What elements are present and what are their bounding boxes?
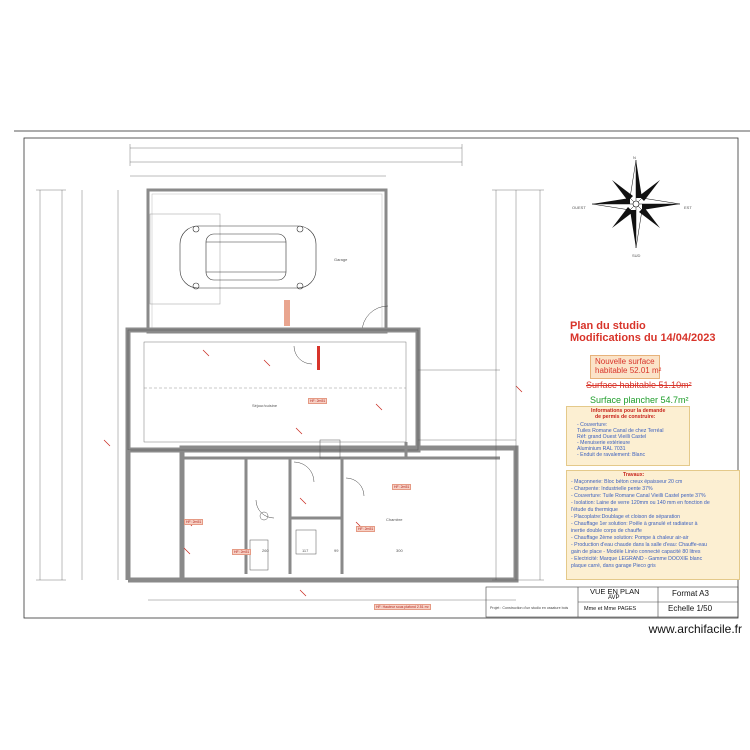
compass-north-label: N	[633, 155, 636, 160]
works-item: - Chauffage 2ème solution: Pompe à chale…	[571, 535, 689, 541]
floor-height-tag: HF: 2m51	[356, 526, 376, 532]
floor-height-tag: HF: 2m51	[232, 549, 252, 555]
living-room-label: Séjour/cuisine	[252, 403, 278, 408]
works-notes-box: Travaux: - Maçonnerie: Bloc béton creux …	[566, 470, 740, 580]
works-title: Travaux:	[623, 472, 645, 478]
new-surface-value: habitable 52.01 m²	[595, 366, 662, 375]
compass-south-label: SUD	[632, 253, 641, 258]
permit-info-item: Réf: grand Ouest Vieilli Castel	[577, 434, 647, 440]
compass-rose	[591, 159, 681, 249]
permit-info-item: Aluminium RAL 7031	[577, 446, 626, 452]
permit-info-title: Informations pour la demande	[591, 408, 666, 414]
floor-height-tag: HF: 2m51	[392, 484, 412, 490]
works-item: l'étude du thermique	[571, 507, 618, 513]
floor-height-tag: HF: 2m51	[184, 519, 204, 525]
dimension-label: 300	[396, 548, 403, 553]
works-item: - Maçonnerie: Bloc béton creux épaisseur…	[571, 479, 683, 485]
cartouche-project: Projet : Construction d'un studio en oss…	[490, 606, 569, 610]
dimension-label: 117	[302, 548, 309, 553]
dimension-label: 260	[262, 548, 269, 553]
permit-info-item: - Couverture:	[577, 422, 608, 428]
compass-east-label: EST	[684, 205, 692, 210]
permit-info-subtitle: de permis de construire:	[595, 414, 656, 420]
cartouche-scale: Echelle 1/50	[668, 604, 713, 613]
plan-modification-date: Modifications du 14/04/2023	[570, 332, 716, 344]
works-item: - Production d'eau chaude dans la salle …	[571, 542, 707, 548]
bottom-height-note: HF: Hauteur sous plafond 2.51 m²	[374, 604, 431, 610]
car-symbol	[179, 225, 317, 290]
bedroom-label: Chambre	[386, 517, 403, 522]
old-surface-struck: Surface habitable 51.10m²	[586, 380, 692, 390]
permit-info-item: - Menuiserie extérieure	[577, 440, 631, 446]
works-item: - Isolation: Laine de verre 120mm ou 140…	[571, 500, 710, 506]
floor-height-tag: HF: 2m51	[308, 398, 328, 404]
compass-west-label: OUEST	[572, 205, 586, 210]
garage-label: Garage	[334, 257, 348, 262]
works-item: - Couverture: Tuile Romane Canal Vieilli…	[571, 493, 706, 499]
archifacile-watermark: www.archifacile.fr	[648, 622, 742, 636]
cartouche-view-title: VUE EN PLAN	[590, 587, 640, 596]
works-item: - Charpente: Industrielle pente 37%	[571, 486, 653, 492]
works-item: gain de place - Modèle Linéo connecté ca…	[571, 549, 701, 555]
works-item: - Placoplatre:Doublage et cloison de sép…	[571, 514, 681, 520]
dimension-label: 99	[334, 548, 339, 553]
plan-title: Plan du studio	[570, 320, 646, 332]
permit-info-item: - Enduit de ravalement: Blanc	[577, 452, 646, 458]
cartouche-format: Format A3	[672, 589, 709, 598]
new-surface-box: Nouvelle surface habitable 52.01 m²	[590, 355, 662, 379]
works-item: - Electricité: Marque LEGRAND - Gamme DO…	[571, 556, 703, 562]
works-item: - Chauffage 1er solution: Poêle à granul…	[571, 521, 698, 527]
works-item: plaque carré, dans garage Pieco gris	[571, 563, 656, 569]
new-surface-label: Nouvelle surface	[595, 357, 655, 366]
floor-surface: Surface plancher 54.7m²	[590, 395, 689, 405]
permit-info-box: Informations pour la demande de permis d…	[566, 406, 690, 466]
permit-info-item: Tuiles Romane Canal de chez Terréal	[577, 428, 664, 434]
cartouche-client: Mme et Mme PAGES	[584, 606, 637, 612]
works-item: inertie double corps de chauffe	[571, 528, 642, 534]
cartouche-view-sub: AVP	[608, 595, 620, 601]
